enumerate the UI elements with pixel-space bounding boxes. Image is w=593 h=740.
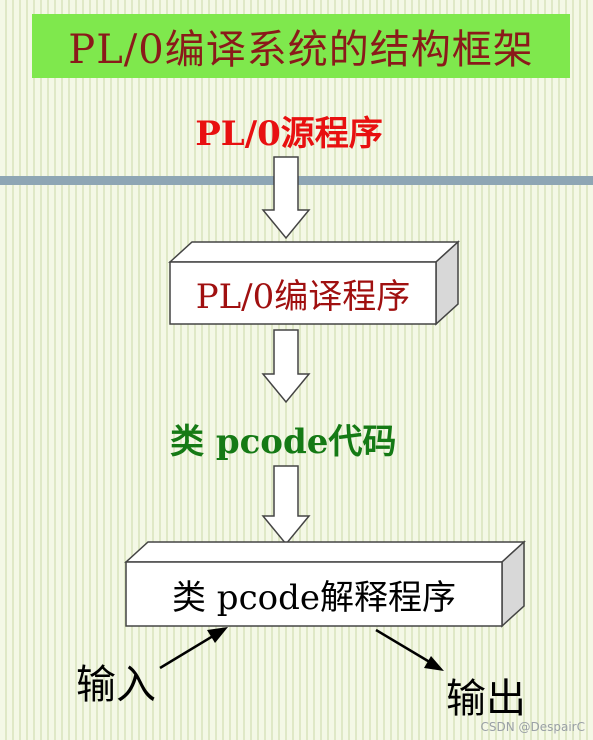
down-arrow-3: [261, 465, 311, 546]
output-arrow: [375, 628, 444, 671]
pcode-label: 类 pcode代码: [170, 422, 397, 462]
interpreter-box: [124, 540, 526, 628]
compiler-box-label: PL/0编译程序: [195, 276, 411, 317]
input-arrow: [159, 627, 228, 670]
title-banner: PL/0编译系统的结构框架: [32, 14, 570, 78]
down-arrow-2: [261, 329, 311, 404]
source-program-label: PL/0源程序: [195, 114, 383, 154]
down-arrow-1: [261, 156, 311, 240]
compiler-box: [168, 240, 460, 326]
interpreter-box-label: 类 pcode解释程序: [172, 577, 456, 618]
output-label: 输出: [446, 676, 526, 722]
input-label: 输入: [76, 662, 156, 708]
watermark: CSDN @DespairC: [480, 720, 585, 734]
diagram-title: PL/0编译系统的结构框架: [68, 27, 534, 73]
